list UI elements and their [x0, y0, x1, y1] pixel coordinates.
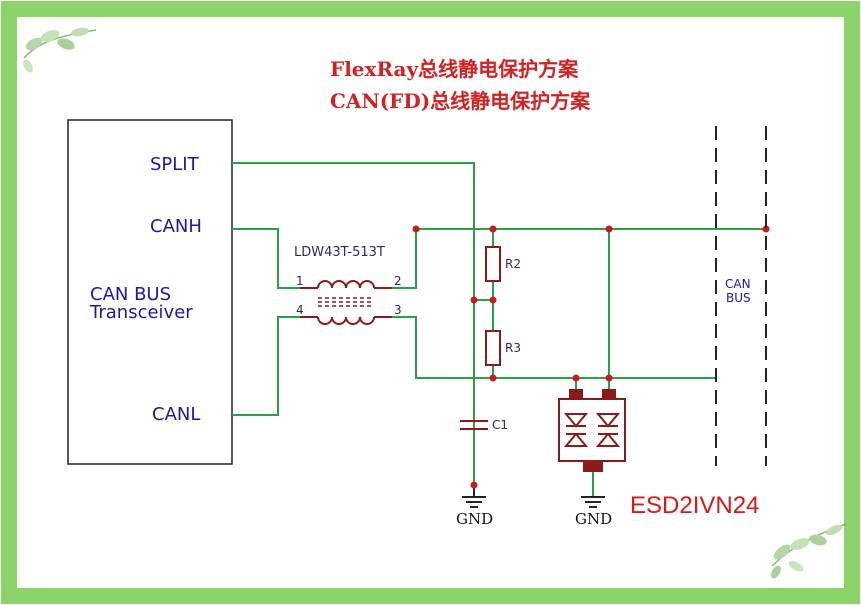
choke-pin-3: 3 [394, 303, 402, 317]
can-bus-lines [715, 126, 767, 466]
junction-dots [412, 225, 770, 489]
leaf-decoration-icon [23, 27, 97, 73]
wire-canl-in [232, 316, 300, 416]
wire-canl-bus [392, 316, 716, 379]
resistor-r3-label: R3 [505, 341, 521, 355]
pin-label-canl: CANL [152, 404, 200, 425]
transceiver-name-line2: Transceiver [89, 302, 193, 323]
esd-part-label: ESD2IVN24 [630, 492, 759, 519]
wire-canh-in [232, 228, 300, 289]
common-mode-choke: LDW43T-513T 1 2 4 3 [294, 245, 402, 325]
transceiver-name-line1: CAN BUS [90, 284, 171, 305]
choke-pin-1: 1 [296, 274, 304, 288]
resistor-r3 [485, 330, 501, 366]
choke-pin-4: 4 [296, 303, 304, 317]
choke-part-label: LDW43T-513T [294, 245, 385, 260]
capacitor-c1 [460, 420, 488, 430]
gnd-label-right: GND [575, 510, 612, 528]
leaf-decoration-icon [771, 523, 847, 579]
resistor-r2-label: R2 [505, 257, 521, 271]
wire-canh-bus [392, 228, 766, 289]
resistor-r2 [485, 246, 501, 282]
tvs-diode-icon [558, 389, 626, 472]
capacitor-c1-label: C1 [492, 418, 508, 432]
bus-label-line2: BUS [726, 291, 751, 305]
ground-icon [581, 496, 605, 508]
choke-pin-2: 2 [394, 274, 402, 288]
gnd-label-left: GND [456, 510, 493, 528]
title-line-1: FlexRay总线静电保护方案 [330, 57, 579, 81]
pin-label-split: SPLIT [150, 154, 200, 175]
pin-label-canh: CANH [150, 216, 202, 237]
choke-coil-top [317, 280, 375, 289]
bus-label-line1: CAN [725, 277, 751, 291]
transceiver-box [67, 119, 233, 465]
title-line-2: CAN(FD)总线静电保护方案 [330, 89, 591, 113]
choke-coil-bottom [317, 316, 375, 325]
